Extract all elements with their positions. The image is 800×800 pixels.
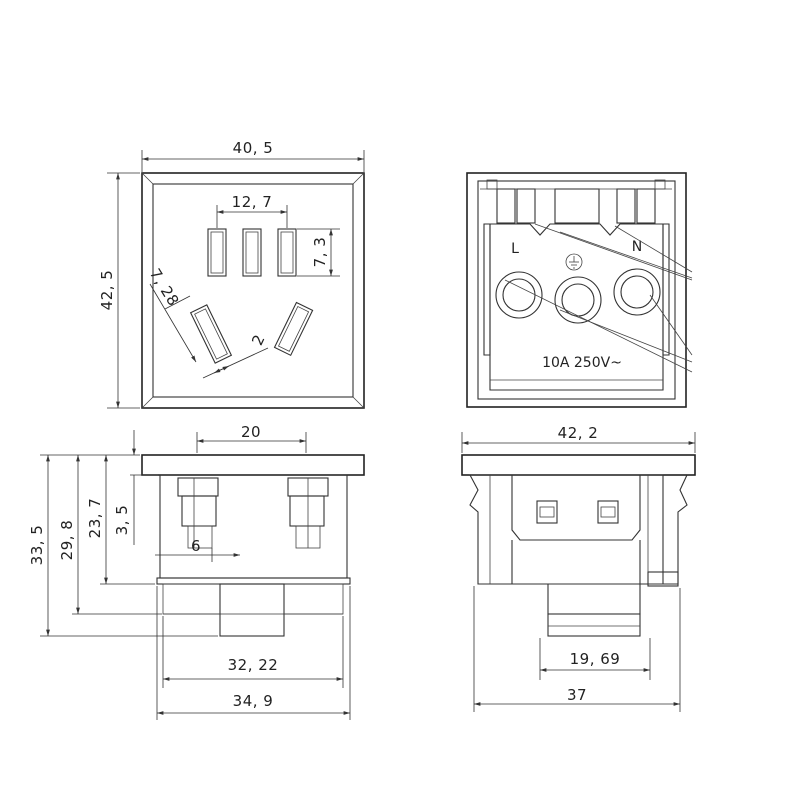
- terminal-l-label: L: [511, 241, 519, 257]
- pin-spacing-dim: 12, 7: [232, 193, 273, 211]
- rating-label: 10A 250V~: [542, 355, 622, 371]
- angled-slots: [189, 301, 314, 364]
- end-view: 42, 2 19, 69 37: [461, 424, 696, 712]
- vertical-slots: [207, 228, 297, 277]
- front-outer-frame: [141, 172, 365, 409]
- side-flange: [141, 454, 365, 476]
- end-flange-width-dim: 42, 2: [558, 424, 599, 442]
- side-terminals: [177, 477, 329, 549]
- overall-depth-dim: 37: [567, 686, 587, 704]
- front-view: 40, 5 42, 5 12, 7 7, 3 7, 28 2: [98, 139, 365, 409]
- height-dim-1: 23, 7: [86, 498, 104, 539]
- flange-dim: 3, 5: [113, 505, 131, 536]
- body-width-dim: 32, 22: [228, 656, 279, 674]
- terminal-width-dim: 6: [191, 537, 201, 555]
- flange-width-dim: 34, 9: [233, 692, 274, 710]
- height-dim-3: 33, 5: [28, 525, 46, 566]
- slot-width-dim: 2: [248, 332, 269, 349]
- terminal-n-label: N: [632, 239, 642, 255]
- screw-terminals: [495, 268, 661, 324]
- top-terminals: [480, 179, 672, 224]
- rear-outer-frame: [466, 172, 687, 408]
- rear-view: L N 10A 250V~: [466, 172, 693, 408]
- slot-height-dim: 7, 3: [311, 237, 329, 268]
- base-width-dim: 19, 69: [570, 650, 621, 668]
- front-height-dim: 42, 5: [98, 270, 116, 311]
- leader-lines: [504, 223, 693, 373]
- side-view: 20 6 3, 5 23, 7 29, 8 33, 5 32, 22 34, 9: [28, 423, 365, 720]
- front-width-dim: 40, 5: [233, 139, 274, 157]
- earth-symbol-icon: [565, 253, 583, 271]
- end-flange: [461, 454, 696, 476]
- front-inner-frame: [152, 183, 354, 398]
- terminal-spacing-dim: 20: [241, 423, 261, 441]
- slot-length-dim: 7, 28: [146, 265, 183, 309]
- height-dim-2: 29, 8: [58, 520, 76, 561]
